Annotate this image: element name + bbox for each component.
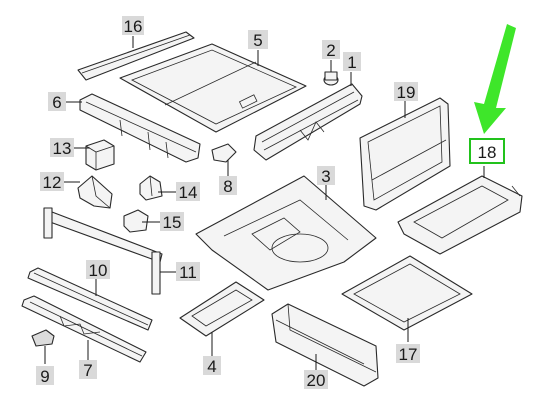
callout-12[interactable]: 12 xyxy=(43,173,62,192)
callout-5[interactable]: 5 xyxy=(253,31,262,50)
callout-14[interactable]: 14 xyxy=(179,183,198,202)
callout-labels: 16 5 2 1 6 19 13 8 18 12 14 3 15 11 10 4… xyxy=(36,16,496,390)
callout-7[interactable]: 7 xyxy=(83,361,92,380)
part-4-plate[interactable] xyxy=(179,281,265,337)
leader-lines xyxy=(44,36,485,370)
callout-16[interactable]: 16 xyxy=(124,17,143,36)
part-7-sill-rail[interactable] xyxy=(21,295,147,363)
part-10-strip[interactable] xyxy=(27,267,153,331)
part-6-rail[interactable] xyxy=(79,93,201,163)
callout-18-highlight-box xyxy=(469,138,505,164)
part-14-bracket[interactable] xyxy=(139,175,163,201)
part-3-floor-pan[interactable] xyxy=(195,175,377,291)
callout-17[interactable]: 17 xyxy=(399,345,418,364)
callout-2[interactable]: 2 xyxy=(326,41,335,60)
part-5-floor-panel[interactable] xyxy=(119,43,307,133)
callout-20[interactable]: 20 xyxy=(307,371,326,390)
part-9-cap[interactable] xyxy=(31,329,55,347)
part-15-bracket[interactable] xyxy=(123,209,149,233)
callout-6[interactable]: 6 xyxy=(52,93,61,112)
callout-1[interactable]: 1 xyxy=(347,53,356,72)
callout-8[interactable]: 8 xyxy=(223,177,232,196)
part-13-block[interactable] xyxy=(85,139,115,171)
part-17-mat[interactable] xyxy=(341,255,473,331)
callout-9[interactable]: 9 xyxy=(40,367,49,386)
highlight-arrow-icon xyxy=(474,24,516,134)
callout-13[interactable]: 13 xyxy=(53,139,72,158)
callout-18[interactable]: 18 xyxy=(478,143,497,162)
part-1-sill-trim[interactable] xyxy=(253,83,363,161)
part-8-bracket[interactable] xyxy=(211,143,237,163)
part-18-cargo-tray[interactable] xyxy=(397,175,523,255)
callout-4[interactable]: 4 xyxy=(207,357,216,376)
callout-3[interactable]: 3 xyxy=(321,167,330,186)
part-16-trim-bar[interactable] xyxy=(77,31,195,81)
callout-19[interactable]: 19 xyxy=(397,83,416,102)
part-11-support-bar[interactable] xyxy=(43,207,163,295)
part-20-storage-box[interactable] xyxy=(271,303,379,387)
callout-15[interactable]: 15 xyxy=(163,213,182,232)
callout-11[interactable]: 11 xyxy=(179,263,197,282)
part-12-wedge[interactable] xyxy=(77,175,113,209)
callout-10[interactable]: 10 xyxy=(89,261,108,280)
part-2-clip[interactable] xyxy=(323,71,339,86)
part-19-partition-panel[interactable] xyxy=(359,97,451,211)
